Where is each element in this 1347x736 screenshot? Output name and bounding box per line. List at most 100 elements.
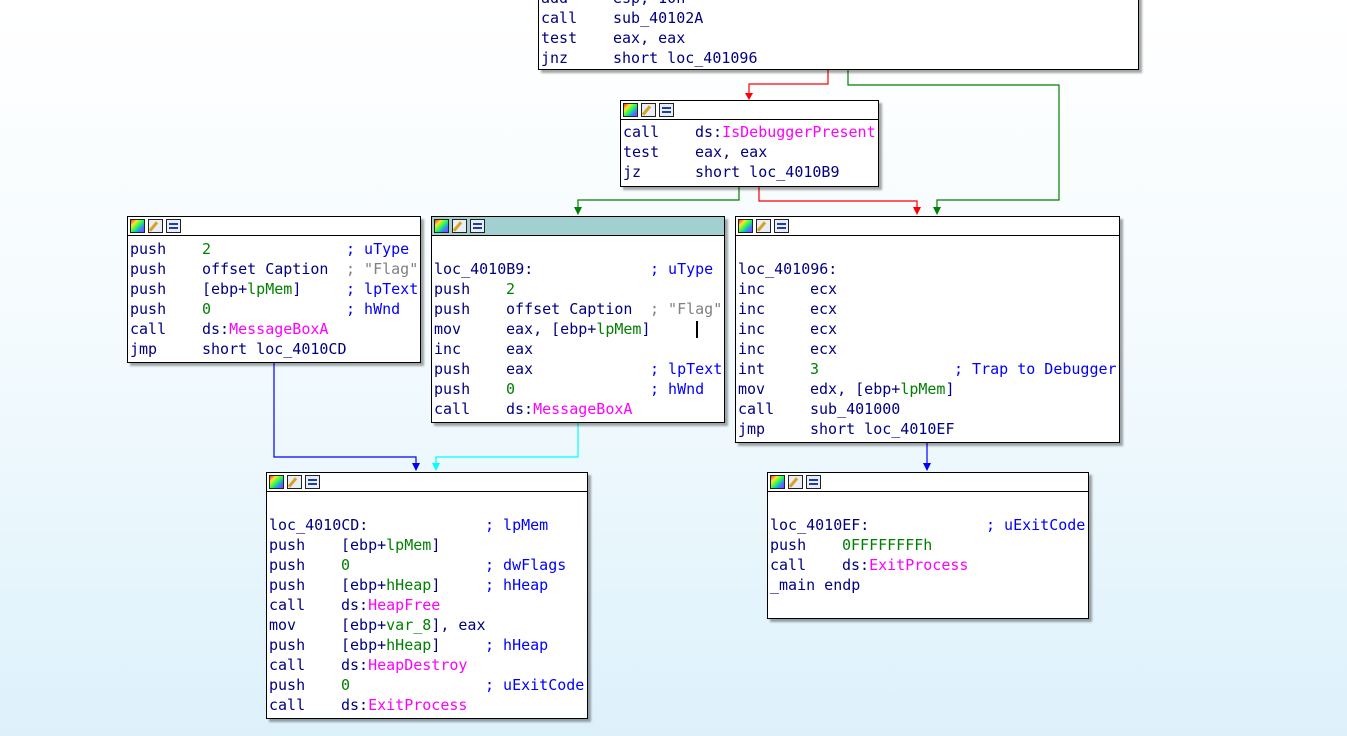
label-row[interactable]: loc_401096: [738,259,1117,279]
color-palette-icon[interactable] [770,475,785,489]
color-palette-icon[interactable] [738,219,753,233]
edge-check-to-mid-true [577,186,740,214]
blank-row [770,495,1086,515]
blank-row [738,239,1117,259]
group-nodes-icon[interactable] [774,219,789,233]
color-palette-icon[interactable] [269,475,284,489]
import-name[interactable]: HeapFree [368,596,441,614]
blank-row [269,495,585,515]
block-header [621,101,878,120]
edge-top-to-right-true [847,70,1060,214]
rename-pencil-icon[interactable] [148,219,163,233]
import-name[interactable]: IsDebuggerPresent [722,123,876,141]
rename-pencil-icon[interactable] [756,219,771,233]
group-nodes-icon[interactable] [806,475,821,489]
color-palette-icon[interactable] [130,219,145,233]
code-label[interactable]: loc_401096: [738,260,838,278]
instruction-row[interactable]: push[ebp+hHeap]; hHeap [269,576,549,594]
rename-pencil-icon[interactable] [452,219,467,233]
blank-row [434,239,722,259]
rename-pencil-icon[interactable] [641,103,656,117]
import-name[interactable]: MessageBoxA [229,320,329,338]
code-label[interactable]: loc_4010CD: [269,516,369,534]
edge-check-to-right-false [758,186,918,214]
arrowhead [574,207,582,215]
instruction-row[interactable]: push[ebp+hHeap]; hHeap [269,636,549,654]
rename-pencil-icon[interactable] [788,475,803,489]
import-name[interactable]: ExitProcess [869,556,969,574]
rename-pencil-icon[interactable] [287,475,302,489]
block-header [267,473,587,492]
label-row[interactable]: loc_4010B9:; uType [434,260,714,278]
arrowhead [745,93,753,100]
label-row[interactable]: loc_4010CD:; lpMem [269,516,549,534]
instruction-row[interactable]: push[ebp+lpMem]; lpText [130,280,419,298]
group-nodes-icon[interactable] [166,219,181,233]
import-name[interactable]: MessageBoxA [533,400,633,418]
block-header [128,217,420,236]
group-nodes-icon[interactable] [470,219,485,233]
arrowhead [432,463,440,471]
edge-left-to-bottom-jump [273,362,417,470]
arrowhead [412,463,420,471]
instruction-row[interactable]: _main endp [770,576,861,594]
group-nodes-icon[interactable] [659,103,674,117]
import-name[interactable]: ExitProcess [368,696,468,714]
instruction-row[interactable]: mov[ebp+var_8], eax [269,616,486,634]
block-header [768,473,1088,492]
color-palette-icon[interactable] [434,219,449,233]
text-caret [696,321,698,338]
arrowhead [933,207,941,215]
code-label[interactable]: loc_4010EF: [770,516,870,534]
instruction-row[interactable]: addesp, 10h [541,0,1136,8]
import-name[interactable]: HeapDestroy [368,656,468,674]
group-nodes-icon[interactable] [305,475,320,489]
arrowhead [923,463,931,471]
color-palette-icon[interactable] [623,103,638,117]
code-label[interactable]: loc_4010B9: [434,260,534,278]
label-row[interactable]: loc_4010EF:; uExitCode [770,516,1086,534]
instruction-row[interactable]: push[ebp+lpMem] [269,536,441,554]
